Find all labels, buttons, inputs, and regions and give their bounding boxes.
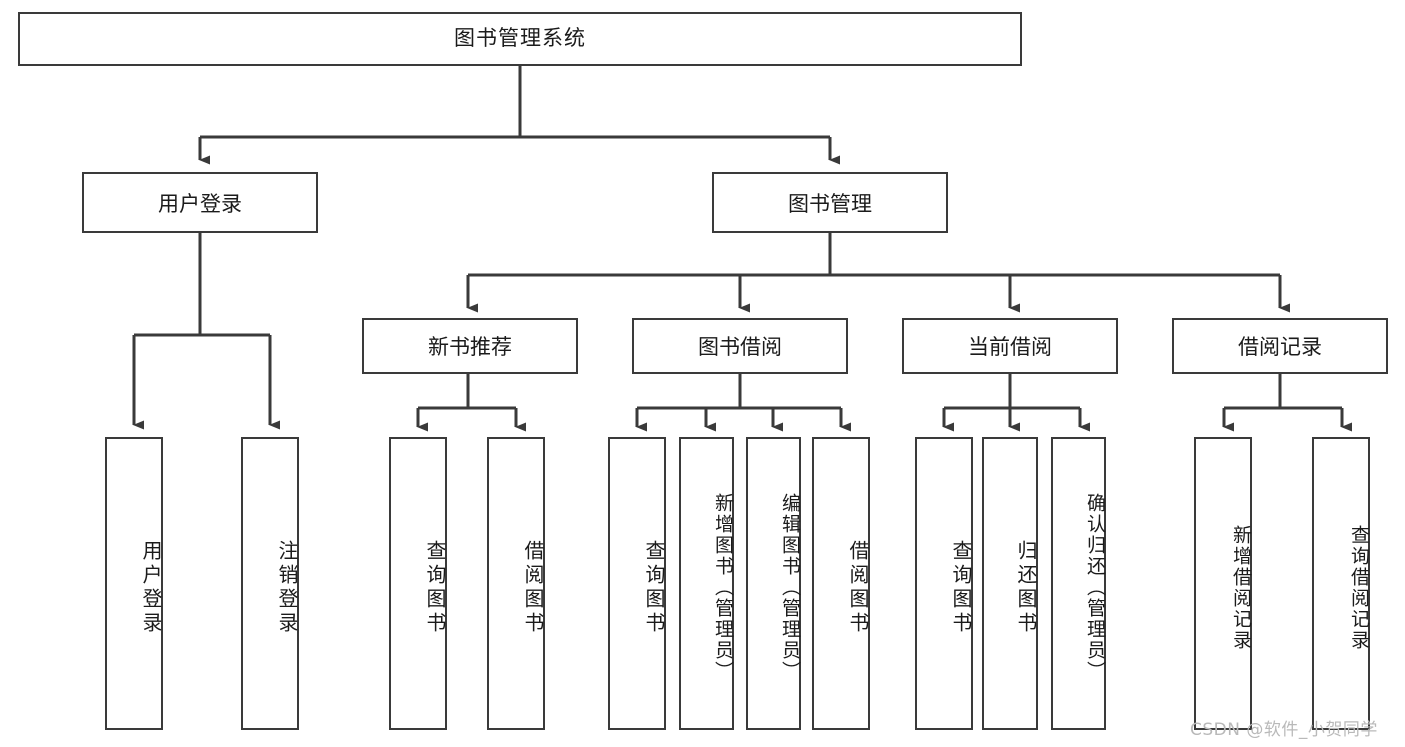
- leaf-query-book-new-recommend[interactable]: 查询图书: [389, 437, 447, 730]
- leaf-add-borrow-record[interactable]: 新增借阅记录: [1194, 437, 1252, 730]
- node-label: 查询图书: [642, 539, 666, 636]
- node-label: 确认归还（管理员）: [1084, 493, 1106, 682]
- node-label: 借阅图书: [521, 539, 545, 636]
- node-label: 编辑图书（管理员）: [779, 493, 801, 682]
- node-root-book-management-system[interactable]: 图书管理系统: [18, 12, 1022, 66]
- leaf-add-book-admin[interactable]: 新增图书（管理员）: [679, 437, 734, 730]
- node-label: 图书管理系统: [454, 26, 586, 51]
- node-current-borrow[interactable]: 当前借阅: [902, 318, 1118, 374]
- node-label: 用户登录: [139, 539, 163, 636]
- leaf-borrow-book-new-recommend[interactable]: 借阅图书: [487, 437, 545, 730]
- leaf-query-borrow-record[interactable]: 查询借阅记录: [1312, 437, 1370, 730]
- node-user-login[interactable]: 用户登录: [82, 172, 318, 233]
- leaf-return-book[interactable]: 归还图书: [982, 437, 1038, 730]
- node-label: 新增借阅记录: [1230, 524, 1252, 651]
- leaf-confirm-return-admin[interactable]: 确认归还（管理员）: [1051, 437, 1106, 730]
- node-label: 查询借阅记录: [1348, 524, 1370, 651]
- node-label: 查询图书: [423, 539, 447, 636]
- leaf-user-login[interactable]: 用户登录: [105, 437, 163, 730]
- node-label: 新增图书（管理员）: [712, 493, 734, 682]
- node-borrow-record[interactable]: 借阅记录: [1172, 318, 1388, 374]
- leaf-query-book-borrow[interactable]: 查询图书: [608, 437, 666, 730]
- node-label: 图书借阅: [698, 335, 782, 359]
- node-new-book-recommend[interactable]: 新书推荐: [362, 318, 578, 374]
- watermark: CSDN @软件_小贺同学: [1190, 720, 1378, 740]
- node-label: 用户登录: [158, 191, 242, 216]
- leaf-edit-book-admin[interactable]: 编辑图书（管理员）: [746, 437, 801, 730]
- leaf-query-book-current[interactable]: 查询图书: [915, 437, 973, 730]
- node-label: 当前借阅: [968, 335, 1052, 359]
- leaf-borrow-book[interactable]: 借阅图书: [812, 437, 870, 730]
- node-label: 新书推荐: [428, 335, 512, 359]
- node-label: 归还图书: [1014, 539, 1038, 636]
- node-label: 图书管理: [788, 191, 872, 216]
- node-label: 借阅图书: [846, 539, 870, 636]
- node-label: 借阅记录: [1238, 335, 1322, 359]
- node-book-management[interactable]: 图书管理: [712, 172, 948, 233]
- leaf-logout-login[interactable]: 注销登录: [241, 437, 299, 730]
- node-label: 查询图书: [949, 539, 973, 636]
- node-book-borrow[interactable]: 图书借阅: [632, 318, 848, 374]
- node-label: 注销登录: [275, 539, 299, 636]
